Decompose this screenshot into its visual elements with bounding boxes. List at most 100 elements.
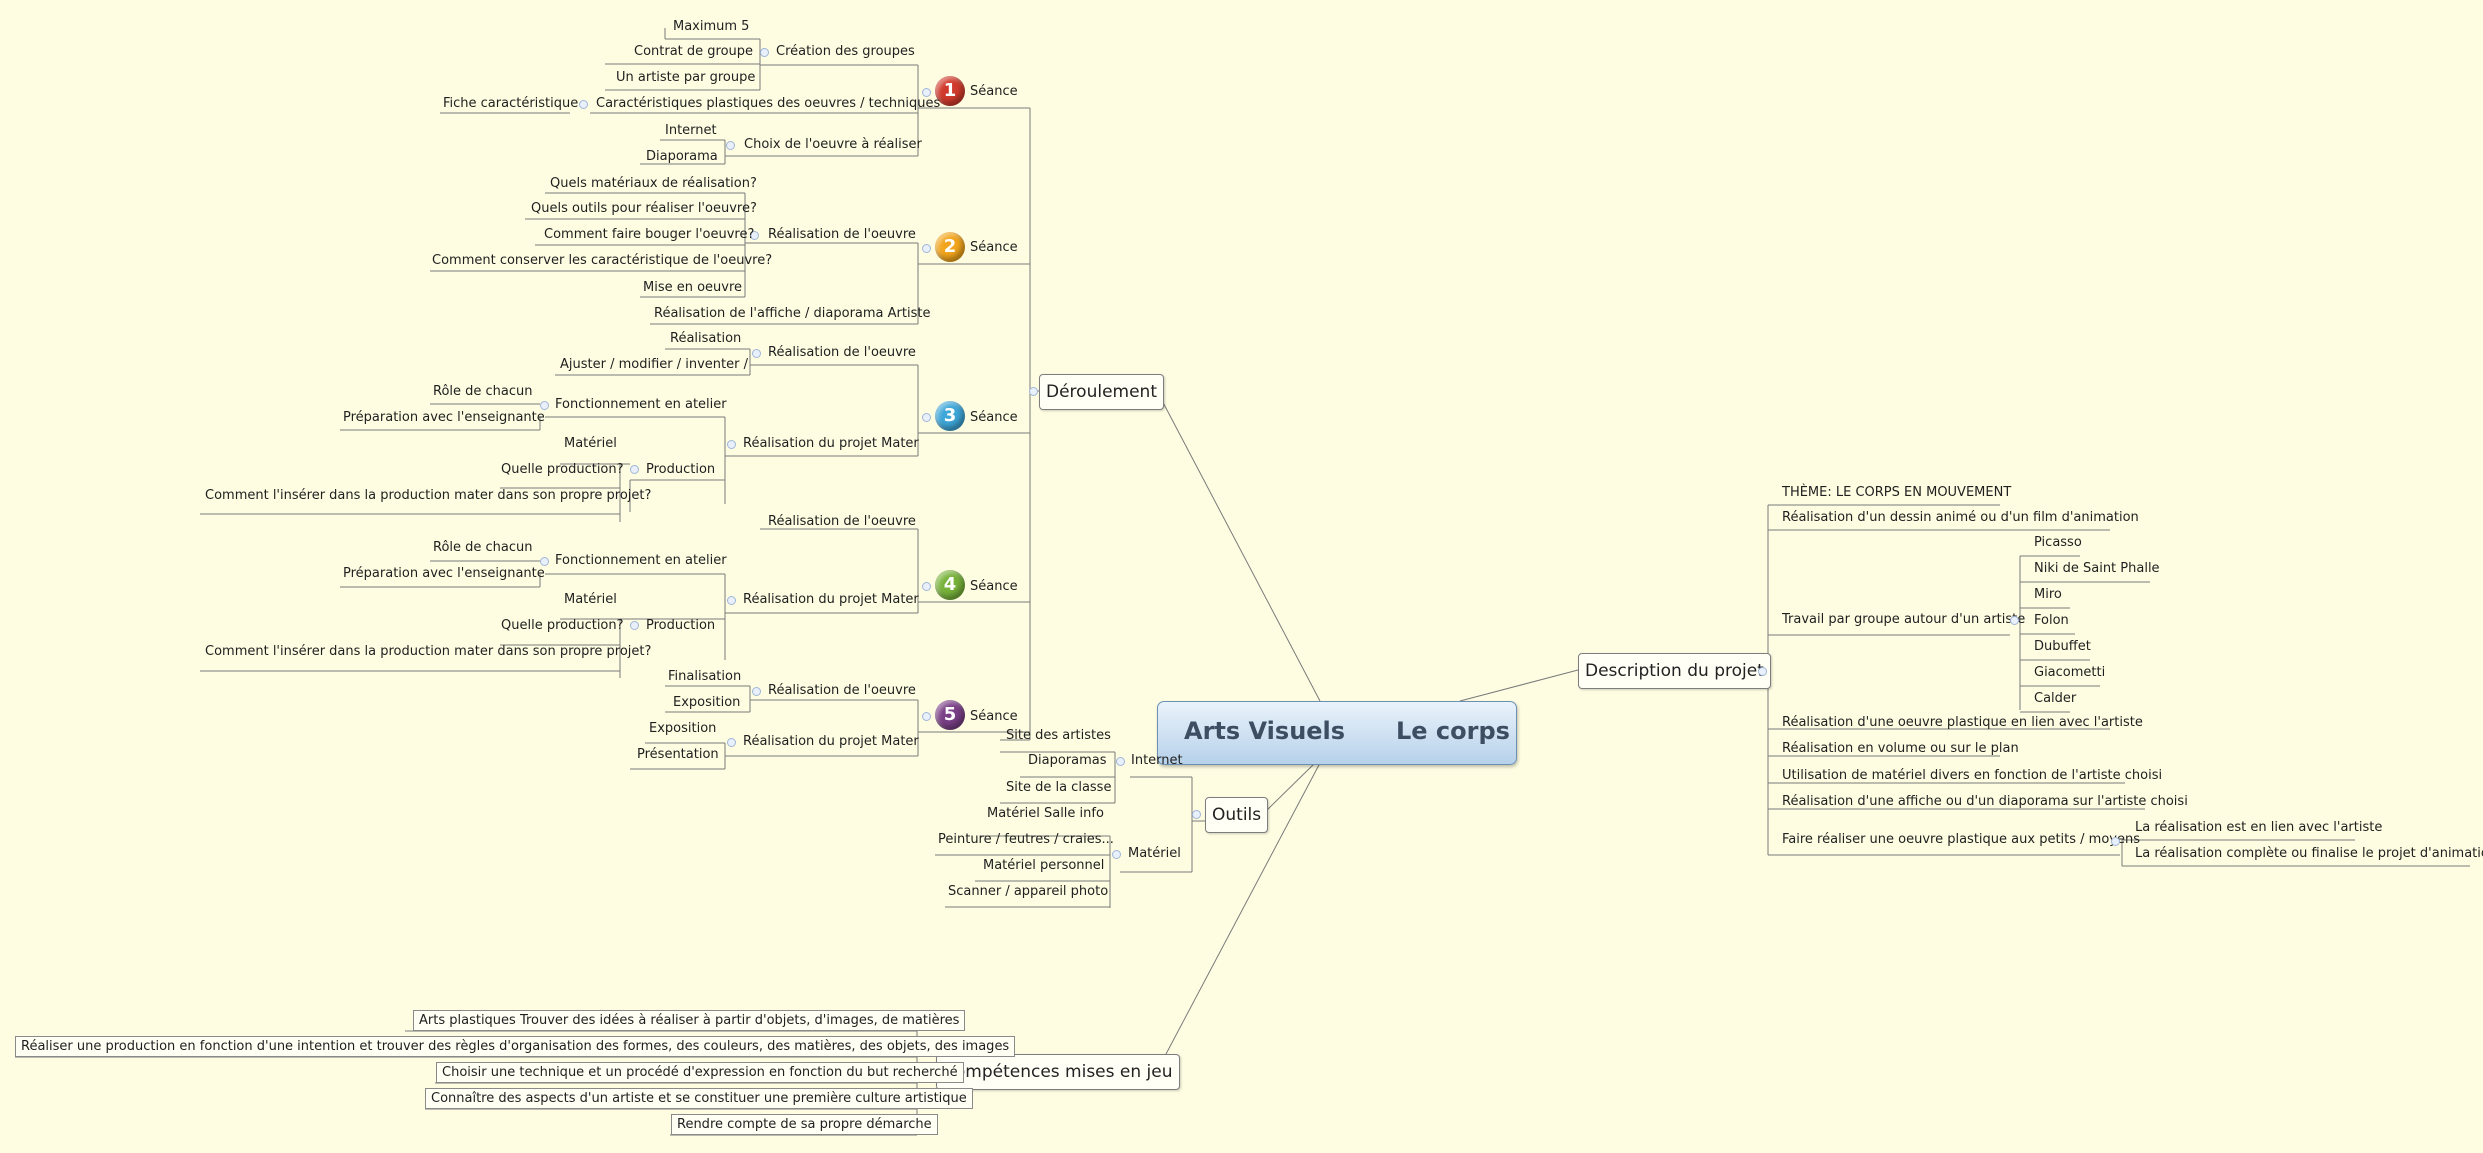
desc-artist-item[interactable]: Miro <box>2034 587 2062 602</box>
seance-4-label[interactable]: Séance <box>970 579 1018 594</box>
collapse-toggle-icon[interactable] <box>922 244 931 253</box>
s3-materiel[interactable]: Matériel <box>564 436 617 451</box>
s4-projet-mater[interactable]: Réalisation du projet Mater <box>743 592 919 607</box>
collapse-toggle-icon[interactable] <box>579 100 588 109</box>
collapse-toggle-icon[interactable] <box>750 231 759 240</box>
collapse-toggle-icon[interactable] <box>726 141 735 150</box>
collapse-toggle-icon[interactable] <box>1758 667 1767 676</box>
collapse-toggle-icon[interactable] <box>752 687 761 696</box>
s1-maximum[interactable]: Maximum 5 <box>673 19 750 34</box>
collapse-toggle-icon[interactable] <box>2111 837 2120 846</box>
collapse-toggle-icon[interactable] <box>1112 850 1121 859</box>
outils-internet[interactable]: Internet <box>1131 753 1183 768</box>
collapse-toggle-icon[interactable] <box>727 440 736 449</box>
s1-artiste-par-groupe[interactable]: Un artiste par groupe <box>616 70 756 85</box>
s1-internet[interactable]: Internet <box>665 123 717 138</box>
s5-presentation[interactable]: Présentation <box>637 747 719 762</box>
competence-item[interactable]: Rendre compte de sa propre démarche <box>671 1114 938 1135</box>
outils-site-classe[interactable]: Site de la classe <box>1006 780 1112 795</box>
s3-ajuster[interactable]: Ajuster / modifier / inventer / <box>560 357 748 372</box>
desc-materiel-divers[interactable]: Utilisation de matériel divers en foncti… <box>1782 768 2163 783</box>
desc-artist-item[interactable]: Picasso <box>2034 535 2082 550</box>
competence-item[interactable]: Réaliser une production en fonction d'un… <box>15 1036 1016 1057</box>
seance-3-label[interactable]: Séance <box>970 410 1018 425</box>
s5-exposition[interactable]: Exposition <box>673 695 741 710</box>
s3-inserer[interactable]: Comment l'insérer dans la production mat… <box>205 488 652 503</box>
s2-q-outils[interactable]: Quels outils pour réaliser l'oeuvre? <box>531 201 757 216</box>
outils-salle-info[interactable]: Matériel Salle info <box>987 806 1104 821</box>
s4-realisation-oeuvre[interactable]: Réalisation de l'oeuvre <box>768 514 916 529</box>
desc-artist-item[interactable]: Giacometti <box>2034 665 2106 680</box>
collapse-toggle-icon[interactable] <box>922 88 931 97</box>
desc-artist-item[interactable]: Folon <box>2034 613 2069 628</box>
s1-creation-groupes[interactable]: Création des groupes <box>776 44 915 59</box>
s1-caracteristiques[interactable]: Caractéristiques plastiques des oeuvres … <box>596 96 941 111</box>
outils-materiel-perso[interactable]: Matériel personnel <box>983 858 1105 873</box>
desc-artist-item[interactable]: Niki de Saint Phalle <box>2034 561 2160 576</box>
competence-item[interactable]: Arts plastiques Trouver des idées à réal… <box>413 1010 966 1031</box>
s2-mise-en-oeuvre[interactable]: Mise en oeuvre <box>643 280 743 295</box>
branch-competences[interactable]: Compétences mises en jeu <box>936 1054 1180 1090</box>
s3-fonctionnement[interactable]: Fonctionnement en atelier <box>555 397 727 412</box>
collapse-toggle-icon[interactable] <box>752 349 761 358</box>
s4-role[interactable]: Rôle de chacun <box>433 540 533 555</box>
s5-finalisation[interactable]: Finalisation <box>668 669 742 684</box>
s4-fonctionnement[interactable]: Fonctionnement en atelier <box>555 553 727 568</box>
collapse-toggle-icon[interactable] <box>1029 387 1038 396</box>
outils-materiel[interactable]: Matériel <box>1128 846 1181 861</box>
desc-lien-artiste[interactable]: La réalisation est en lien avec l'artist… <box>2135 820 2383 835</box>
s1-choix-oeuvre[interactable]: Choix de l'oeuvre à réaliser <box>744 137 922 152</box>
desc-theme[interactable]: THÈME: LE CORPS EN MOUVEMENT <box>1782 485 2012 500</box>
s2-q-bouger[interactable]: Comment faire bouger l'oeuvre? <box>544 227 755 242</box>
s5-realisation-oeuvre[interactable]: Réalisation de l'oeuvre <box>768 683 916 698</box>
competence-item[interactable]: Connaître des aspects d'un artiste et se… <box>425 1088 973 1109</box>
collapse-toggle-icon[interactable] <box>922 582 931 591</box>
s5-exposition-2[interactable]: Exposition <box>649 721 717 736</box>
s3-role[interactable]: Rôle de chacun <box>433 384 533 399</box>
s4-materiel[interactable]: Matériel <box>564 592 617 607</box>
desc-dessin-anime[interactable]: Réalisation d'un dessin animé ou d'un fi… <box>1782 510 2139 525</box>
branch-description[interactable]: Description du projet <box>1578 653 1771 689</box>
desc-oeuvre-plastique[interactable]: Réalisation d'une oeuvre plastique en li… <box>1782 715 2143 730</box>
collapse-toggle-icon[interactable] <box>1116 757 1125 766</box>
s4-production[interactable]: Production <box>646 618 716 633</box>
collapse-toggle-icon[interactable] <box>922 712 931 721</box>
s4-inserer[interactable]: Comment l'insérer dans la production mat… <box>205 644 652 659</box>
collapse-toggle-icon[interactable] <box>540 401 549 410</box>
s3-realisation-oeuvre[interactable]: Réalisation de l'oeuvre <box>768 345 916 360</box>
s4-preparation[interactable]: Préparation avec l'enseignante <box>343 566 545 581</box>
s2-realisation-oeuvre[interactable]: Réalisation de l'oeuvre <box>768 227 916 242</box>
collapse-toggle-icon[interactable] <box>727 738 736 747</box>
collapse-toggle-icon[interactable] <box>760 48 769 57</box>
s1-contrat[interactable]: Contrat de groupe <box>634 44 754 59</box>
seance-5-label[interactable]: Séance <box>970 709 1018 724</box>
s3-preparation[interactable]: Préparation avec l'enseignante <box>343 410 545 425</box>
collapse-toggle-icon[interactable] <box>727 596 736 605</box>
branch-deroulement[interactable]: Déroulement <box>1039 374 1164 410</box>
s3-production[interactable]: Production <box>646 462 716 477</box>
outils-diaporamas[interactable]: Diaporamas <box>1028 753 1107 768</box>
s3-realisation[interactable]: Réalisation <box>670 331 742 346</box>
central-topic[interactable]: Arts Visuels Le corps <box>1157 701 1517 765</box>
outils-scanner[interactable]: Scanner / appareil photo <box>948 884 1109 899</box>
s2-affiche[interactable]: Réalisation de l'affiche / diaporama Art… <box>654 306 931 321</box>
desc-faire-realiser[interactable]: Faire réaliser une oeuvre plastique aux … <box>1782 832 2140 847</box>
collapse-toggle-icon[interactable] <box>630 465 639 474</box>
desc-realisation-complete[interactable]: La réalisation complète ou finalise le p… <box>2135 846 2483 861</box>
s3-quelle-production[interactable]: Quelle production? <box>501 462 624 477</box>
s2-q-materiaux[interactable]: Quels matériaux de réalisation? <box>550 176 757 191</box>
outils-site-artistes[interactable]: Site des artistes <box>1006 728 1111 743</box>
branch-outils[interactable]: Outils <box>1205 797 1269 833</box>
s4-quelle-production[interactable]: Quelle production? <box>501 618 624 633</box>
desc-travail-groupe[interactable]: Travail par groupe autour d'un artiste <box>1782 612 2026 627</box>
competence-item[interactable]: Choisir une technique et un procédé d'ex… <box>436 1062 964 1083</box>
s1-diaporama[interactable]: Diaporama <box>646 149 718 164</box>
seance-1-label[interactable]: Séance <box>970 84 1018 99</box>
outils-peinture[interactable]: Peinture / feutres / craies... <box>938 832 1114 847</box>
s1-fiche[interactable]: Fiche caractéristique <box>443 96 579 111</box>
desc-artist-item[interactable]: Dubuffet <box>2034 639 2091 654</box>
collapse-toggle-icon[interactable] <box>540 557 549 566</box>
desc-artist-item[interactable]: Calder <box>2034 691 2077 706</box>
collapse-toggle-icon[interactable] <box>630 621 639 630</box>
desc-affiche[interactable]: Réalisation d'une affiche ou d'un diapor… <box>1782 794 2188 809</box>
